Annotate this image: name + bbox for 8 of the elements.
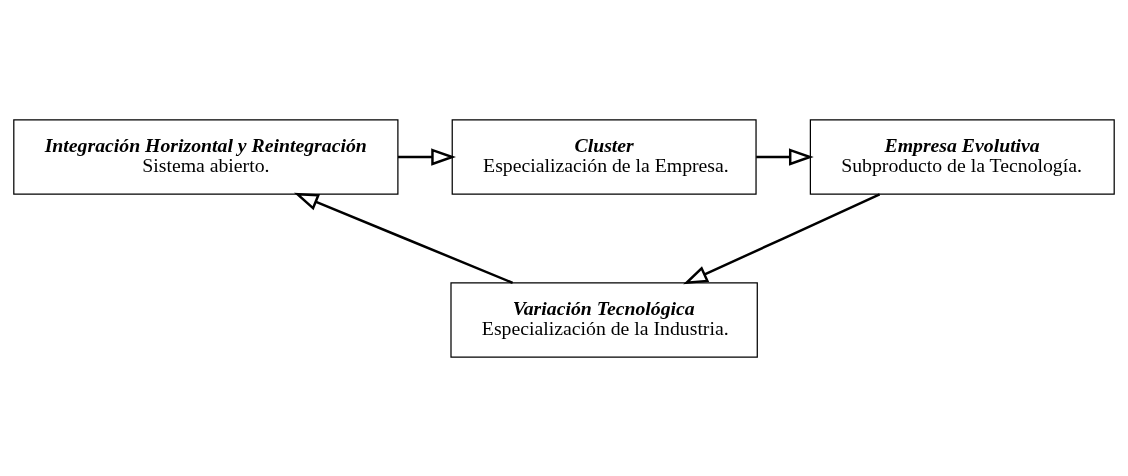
arrow [293, 192, 514, 284]
node-box: Integración Horizontal y Reintegración Sistema abierto. [13, 118, 399, 195]
arrow [398, 147, 456, 166]
node-box: Empresa Evolutiva Subproducto de la Tecnología. [809, 118, 1115, 195]
node-box: Cluster Especialización de la Empresa. [451, 118, 757, 195]
node-box: Variación Tecnológica Especialización de la Industria. [450, 281, 758, 358]
arrow [756, 147, 814, 166]
arrow [683, 192, 881, 284]
